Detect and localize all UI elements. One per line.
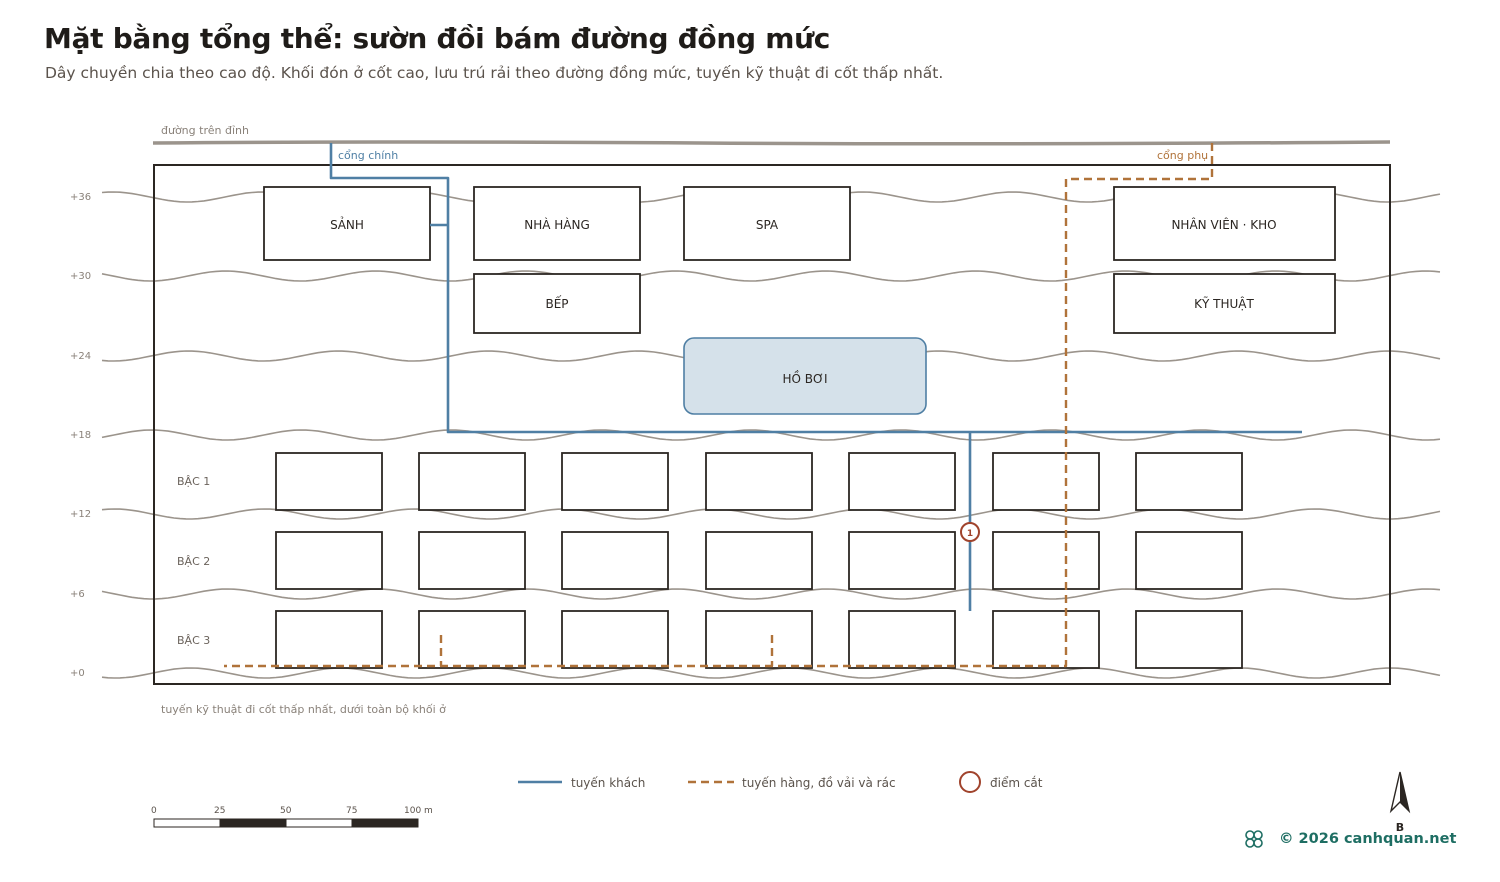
bottom-note: tuyến kỹ thuật đi cốt thấp nhất, dưới to…	[161, 703, 446, 716]
room-unit	[848, 531, 956, 590]
scale-tick-25: 25	[214, 806, 225, 816]
main-gate-label: cổng chính	[338, 149, 398, 162]
cut-point-marker: 1	[960, 522, 980, 542]
north-arrow-icon: B	[1389, 771, 1411, 834]
top-road-label: đường trên đỉnh	[161, 124, 249, 137]
staff-storage-label: NHÂN VIÊN · KHO	[1171, 217, 1276, 232]
room-unit	[992, 452, 1100, 511]
technical-label: KỸ THUẬT	[1194, 296, 1254, 311]
room-unit	[848, 610, 956, 669]
page-title: Mặt bằng tổng thể: sườn đồi bám đường đồ…	[44, 22, 831, 55]
room-unit	[275, 452, 383, 511]
cut-point-number: 1	[967, 529, 973, 539]
room-unit	[418, 531, 526, 590]
legend-cut-swatch	[959, 771, 981, 793]
room-unit	[418, 610, 526, 669]
contour-line	[101, 508, 1441, 520]
pool-label: HỒ BƠI	[782, 370, 827, 386]
room-unit	[705, 610, 813, 669]
pool	[683, 337, 927, 415]
room-unit	[705, 531, 813, 590]
room-unit	[1135, 610, 1243, 669]
lobby-label: SẢNH	[330, 216, 364, 232]
room-unit	[561, 531, 669, 590]
room-unit	[275, 610, 383, 669]
legend: tuyến khách tuyến hàng, đồ vải và rác đi…	[518, 771, 1043, 793]
scale-bar: 0 25 50 75 100 m	[151, 806, 433, 828]
contour-line	[101, 667, 1441, 679]
room-unit	[418, 452, 526, 511]
side-gate-label: cổng phụ	[1157, 149, 1208, 162]
room-unit	[992, 610, 1100, 669]
contour-label-36: +36	[70, 192, 91, 203]
contour-lines	[101, 191, 1441, 679]
tier-label-3: BẬC 3	[177, 634, 210, 647]
page-subtitle: Dây chuyền chia theo cao độ. Khối đón ở …	[45, 64, 944, 82]
service-route	[224, 143, 1214, 668]
building-technical	[1113, 273, 1336, 334]
contour-line	[101, 588, 1441, 600]
legend-service-label: tuyến hàng, đồ vải và rác	[742, 776, 896, 790]
room-unit	[561, 610, 669, 669]
contour-label-18: +18	[70, 430, 91, 441]
copyright-block: © 2026 canhquan.net	[1243, 828, 1456, 850]
copyright-text: © 2026 canhquan.net	[1279, 831, 1457, 847]
building-staff-storage	[1113, 186, 1336, 261]
room-unit	[705, 452, 813, 511]
building-restaurant	[473, 186, 641, 261]
scale-tick-75: 75	[346, 806, 357, 816]
scale-tick-0: 0	[151, 806, 157, 816]
contour-label-12: +12	[70, 509, 91, 520]
guest-route	[329, 143, 1302, 611]
room-unit	[561, 452, 669, 511]
room-unit	[992, 531, 1100, 590]
spa-label: SPA	[756, 218, 779, 232]
room-unit	[275, 531, 383, 590]
site-boundary	[153, 164, 1391, 685]
tier-label-1: BẬC 1	[177, 475, 210, 488]
building-spa	[683, 186, 851, 261]
legend-guest-label: tuyến khách	[571, 776, 645, 790]
room-units	[275, 452, 1243, 669]
room-unit	[1135, 452, 1243, 511]
legend-cut-label: điểm cắt	[990, 776, 1043, 790]
restaurant-label: NHÀ HÀNG	[524, 217, 590, 232]
scale-tick-100: 100 m	[404, 806, 433, 816]
room-unit	[848, 452, 956, 511]
north-label: B	[1396, 821, 1404, 834]
top-road	[152, 140, 1391, 146]
scale-tick-50: 50	[280, 806, 292, 816]
contour-label-6: +6	[70, 589, 85, 600]
contour-label-24: +24	[70, 351, 91, 362]
building-lobby	[263, 186, 431, 261]
building-kitchen	[473, 273, 641, 334]
contour-label-30: +30	[70, 271, 91, 282]
brand-logo-icon	[1245, 830, 1263, 848]
tier-label-2: BẬC 2	[177, 555, 210, 568]
kitchen-label: BẾP	[545, 295, 568, 311]
room-unit	[1135, 531, 1243, 590]
contour-label-0: +0	[70, 668, 85, 679]
